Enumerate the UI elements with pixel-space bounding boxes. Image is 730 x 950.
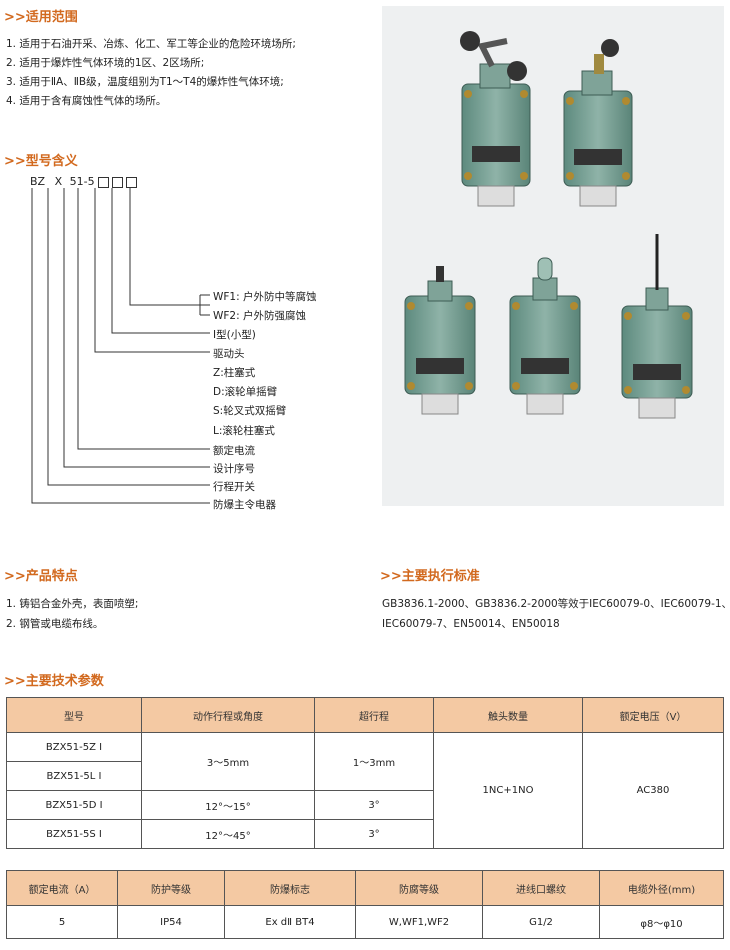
cell-ex-mark: Ex dⅡ BT4	[224, 905, 356, 939]
features-item: 1. 铸铝合金外壳，表面喷塑;	[6, 598, 139, 610]
header-corrosion: 防腐等级	[355, 870, 483, 906]
scope-item: 2. 适用于爆炸性气体环境的1区、2区场所;	[6, 57, 205, 69]
cell-protection: IP54	[117, 905, 225, 939]
model-code-box	[125, 176, 137, 188]
table-row: BZX51-5Z Ⅰ 3～5mm 1～3mm 1NC+1NO AC380	[6, 732, 724, 849]
model-code-box	[97, 176, 109, 188]
standards-line: IEC60079-7、EN50014、EN50018	[382, 618, 560, 630]
cell-cable: φ8～φ10	[599, 905, 724, 939]
header-cable: 电缆外径(mm)	[599, 870, 724, 906]
model-code-x: X	[54, 175, 63, 188]
header-ex-mark: 防爆标志	[224, 870, 356, 906]
model-heading: >>型号含义	[4, 154, 78, 169]
scope-item: 4. 适用于含有腐蚀性气体的场所。	[6, 95, 167, 107]
params-table-1: 型号 动作行程或角度 超行程 触头数量 额定电压（V） BZX51-5Z Ⅰ 3…	[6, 697, 724, 849]
model-label-appliance: 防爆主令电器	[213, 499, 276, 511]
scope-item: 1. 适用于石油开采、冶炼、化工、军工等企业的危险环境场所;	[6, 38, 296, 50]
model-label-switch: 行程开关	[213, 481, 255, 493]
features-item: 2. 钢管或电缆布线。	[6, 618, 104, 630]
model-code-mid: 51-5	[69, 175, 95, 188]
switch-roller-plunger	[509, 257, 581, 415]
params-table-2: 额定电流（A） 防护等级 防爆标志 防腐等级 进线口螺纹 电缆外径(mm) 5 …	[6, 870, 724, 939]
header-stroke: 动作行程或角度	[141, 697, 315, 733]
header-model: 型号	[6, 697, 142, 733]
header-voltage: 额定电压（V）	[582, 697, 724, 733]
table-header-row: 型号 动作行程或角度 超行程 触头数量 额定电压（V）	[6, 697, 724, 733]
header-overtravel: 超行程	[314, 697, 434, 733]
switch-plunger	[404, 266, 476, 415]
cell-corrosion: W,WF1,WF2	[355, 905, 483, 939]
model-code-box	[111, 176, 123, 188]
table-header-row: 额定电流（A） 防护等级 防爆标志 防腐等级 进线口螺纹 电缆外径(mm)	[6, 870, 724, 906]
cell-overtravel: 1～3mm	[314, 732, 434, 791]
cell-current: 5	[6, 905, 118, 939]
switch-rod	[621, 234, 693, 419]
cell-stroke: 3～5mm	[141, 732, 315, 791]
cell-voltage: AC380	[582, 732, 724, 849]
cell-overtravel: 3°	[314, 790, 434, 820]
cell-overtravel: 3°	[314, 819, 434, 849]
header-protection: 防护等级	[117, 870, 225, 906]
model-label-type: Ⅰ型(小型)	[213, 329, 256, 341]
table-row: BZX51-5S Ⅰ 12°～45° 3°	[6, 819, 724, 849]
header-current: 额定电流（A）	[6, 870, 118, 906]
product-photo	[382, 6, 724, 506]
table-row: BZX51-5D Ⅰ 12°～15° 3°	[6, 790, 724, 820]
switch-roller-arm	[460, 31, 531, 207]
cell-stroke: 12°～45°	[141, 819, 315, 849]
model-code-prefix: BZ	[30, 175, 46, 188]
model-label-wf1: WF1: 户外防中等腐蚀	[213, 291, 317, 303]
cell-model: BZX51-5S Ⅰ	[6, 819, 142, 849]
cell-model: BZX51-5Z Ⅰ	[6, 732, 142, 762]
table-row: 5 IP54 Ex dⅡ BT4 W,WF1,WF2 G1/2 φ8～φ10	[6, 905, 724, 939]
params-heading: >>主要技术参数	[4, 674, 104, 689]
model-label-l: L:滚轮柱塞式	[213, 425, 275, 437]
cell-model: BZX51-5D Ⅰ	[6, 790, 142, 820]
table-row: BZX51-5L Ⅰ	[6, 761, 724, 791]
scope-item: 3. 适用于ⅡA、ⅡB级，温度组别为T1～T4的爆炸性气体环境;	[6, 76, 284, 88]
header-contacts: 触头数量	[433, 697, 583, 733]
model-label-z: Z:柱塞式	[213, 367, 256, 379]
model-code: BZ X 51-5	[30, 175, 137, 188]
model-label-drive: 驱动头	[213, 348, 245, 360]
switch-illustrations	[404, 31, 693, 419]
model-label-wf2: WF2: 户外防强腐蚀	[213, 310, 306, 322]
cell-contacts: 1NC+1NO	[433, 732, 583, 849]
features-heading: >>产品特点	[4, 569, 78, 584]
model-tree-lines	[31, 188, 210, 504]
cell-model: BZX51-5L Ⅰ	[6, 761, 142, 791]
switch-roller-single	[563, 39, 633, 207]
model-label-series: 设计序号	[213, 463, 255, 475]
cell-thread: G1/2	[482, 905, 600, 939]
header-thread: 进线口螺纹	[482, 870, 600, 906]
model-label-s: S:轮叉式双摇臂	[213, 405, 287, 417]
cell-stroke: 12°～15°	[141, 790, 315, 820]
model-label-d: D:滚轮单摇臂	[213, 386, 278, 398]
scope-heading: >>适用范围	[4, 10, 78, 25]
standards-heading: >>主要执行标准	[380, 569, 480, 584]
model-label-current: 额定电流	[213, 445, 255, 457]
standards-line: GB3836.1-2000、GB3836.2-2000等效于IEC60079-0…	[382, 598, 730, 610]
